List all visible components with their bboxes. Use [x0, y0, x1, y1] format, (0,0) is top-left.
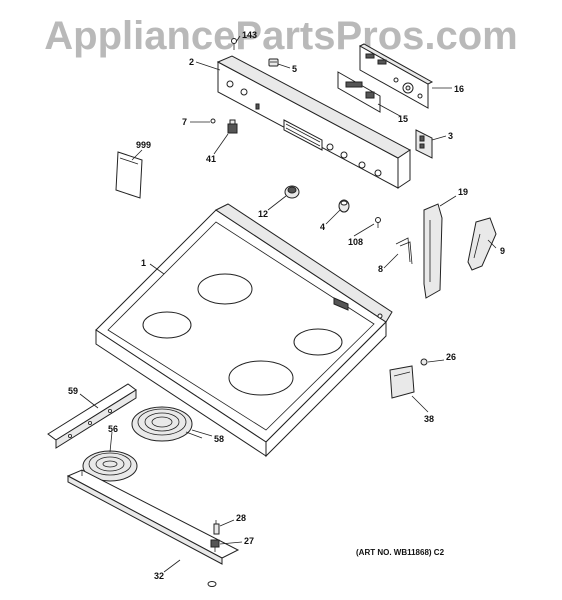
end-cap[interactable]	[467, 217, 497, 271]
control-knob[interactable]	[284, 185, 300, 199]
callout-4: 4	[320, 222, 326, 232]
control-panel-backsplash[interactable]	[216, 55, 411, 189]
callout-28: 28	[236, 513, 247, 523]
leader-lines	[79, 35, 497, 573]
callout-59: 59	[68, 386, 79, 396]
callout-8: 8	[378, 264, 384, 274]
small-screw[interactable]	[210, 118, 216, 124]
access-screw[interactable]	[420, 358, 428, 366]
literature-manual[interactable]	[115, 151, 143, 199]
callout-56: 56	[108, 424, 119, 434]
callout-41: 41	[206, 154, 217, 164]
bracket[interactable]	[415, 129, 433, 159]
callout-108: 108	[348, 237, 364, 247]
rear-rail[interactable]	[47, 383, 137, 449]
burner-support-rail[interactable]	[66, 469, 240, 565]
callout-2: 2	[189, 57, 195, 67]
callout-3: 3	[448, 131, 454, 141]
callout-58: 58	[214, 434, 225, 444]
mounting-screw[interactable]	[375, 217, 381, 229]
callout-16: 16	[454, 84, 465, 94]
callout-38: 38	[424, 414, 435, 424]
art-number: (ART NO. WB11868) C2	[356, 548, 445, 557]
callout-32: 32	[154, 571, 165, 581]
callout-143: 143	[242, 30, 258, 40]
callout-7: 7	[182, 117, 188, 127]
control-overlay[interactable]	[337, 71, 381, 113]
access-cover[interactable]	[389, 365, 415, 399]
side-bracket[interactable]	[423, 203, 443, 299]
callout-9: 9	[500, 246, 506, 256]
washer[interactable]	[207, 581, 217, 587]
terminal-stud[interactable]	[213, 520, 220, 535]
terminal-block[interactable]	[210, 539, 220, 552]
callout-26: 26	[446, 352, 457, 362]
knob[interactable]	[338, 199, 350, 213]
callout-12: 12	[258, 209, 269, 219]
callout-27: 27	[244, 536, 255, 546]
watermark: AppliancePartsPros.com	[44, 14, 518, 58]
callout-19: 19	[458, 187, 469, 197]
cooktop-main-top[interactable]	[95, 203, 393, 458]
switch[interactable]	[227, 119, 238, 134]
callout-1: 1	[141, 258, 147, 268]
callout-15: 15	[398, 114, 409, 124]
electronic-control-board[interactable]	[358, 43, 434, 109]
callout-999: 999	[136, 140, 152, 150]
angled-bracket[interactable]	[395, 237, 413, 265]
large-surface-element[interactable]	[131, 406, 203, 442]
clip[interactable]	[268, 58, 279, 67]
callout-5: 5	[292, 64, 298, 74]
screw[interactable]	[231, 38, 237, 51]
